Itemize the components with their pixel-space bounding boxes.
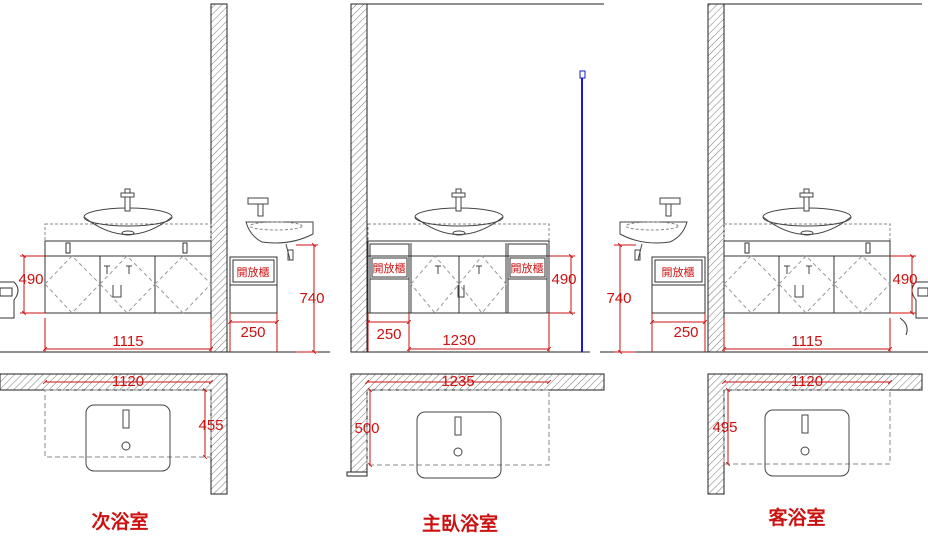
wall-faucet-icon: [659, 197, 681, 217]
faucet-icon: [451, 188, 466, 212]
dim-vanity-width: 1230: [442, 332, 475, 349]
dim-total-height: 740: [606, 290, 631, 307]
plan-sink: [416, 411, 502, 479]
countertop: [723, 223, 891, 242]
dim-cabinet-height: 490: [551, 271, 576, 288]
height-marker: [579, 70, 586, 352]
open-cabinet-label-left: 開放櫃: [373, 261, 406, 275]
corner-basin: [245, 221, 314, 244]
dim-open-width: 250: [376, 326, 401, 343]
room-title: 客浴室: [768, 506, 825, 529]
dim-cabinet-height: 490: [18, 271, 43, 288]
plan-dim-depth: 500: [354, 420, 379, 437]
vanity-cabinet: [44, 255, 212, 314]
plan-vanity: [366, 389, 550, 466]
vanity-frame: [367, 240, 550, 257]
plan-dim-width: 1235: [441, 373, 474, 390]
dim-open-width: 250: [240, 324, 265, 341]
plan-dim-width: 1120: [791, 373, 823, 390]
countertop: [44, 223, 212, 242]
room-title: 次浴室: [91, 510, 148, 533]
corner-basin: [619, 221, 688, 244]
dim-vanity-width: 1115: [791, 333, 822, 350]
drain-pipe-icon: [784, 265, 812, 298]
drain-pipe-icon: [104, 265, 132, 298]
wall-column: [707, 3, 725, 353]
dim-vanity-width: 1115: [112, 333, 143, 350]
drain-pipe-icon: [435, 265, 482, 298]
plan-dim-depth: 495: [712, 419, 737, 436]
faucet-icon: [120, 188, 135, 212]
plan-sink: [85, 404, 171, 472]
plan-vanity: [723, 389, 891, 465]
toilet-icon: [0, 281, 19, 319]
plan-wall: [350, 373, 605, 473]
countertop: [367, 223, 550, 242]
room-master-bath: 開放櫃 開放櫃 490 250 1230: [346, 3, 605, 535]
wall-faucet-icon: [247, 197, 269, 217]
plan-dim-depth: 455: [198, 417, 223, 434]
dim-total-height: 740: [299, 290, 324, 307]
wall-column: [210, 3, 228, 353]
plan-sink: [764, 409, 850, 477]
open-cabinet-label: 開放櫃: [237, 265, 270, 279]
plan-dim-width: 1120: [112, 373, 144, 390]
vanity-cabinet: [723, 255, 891, 314]
plan-vanity: [44, 389, 212, 458]
dim-cabinet-height: 490: [892, 271, 917, 288]
open-cabinet-label-right: 開放櫃: [511, 261, 544, 275]
room-title: 主臥浴室: [422, 512, 498, 535]
room-guest-bath: 開放櫃: [600, 3, 928, 529]
room-secondary-bath: 開放櫃 490 1115 250 740: [0, 3, 330, 533]
plan-wall: [0, 373, 228, 495]
dim-open-width: 250: [673, 324, 698, 341]
wall-column: [350, 3, 368, 353]
faucet-icon: [799, 188, 814, 212]
open-cabinet-label: 開放櫃: [662, 265, 695, 279]
